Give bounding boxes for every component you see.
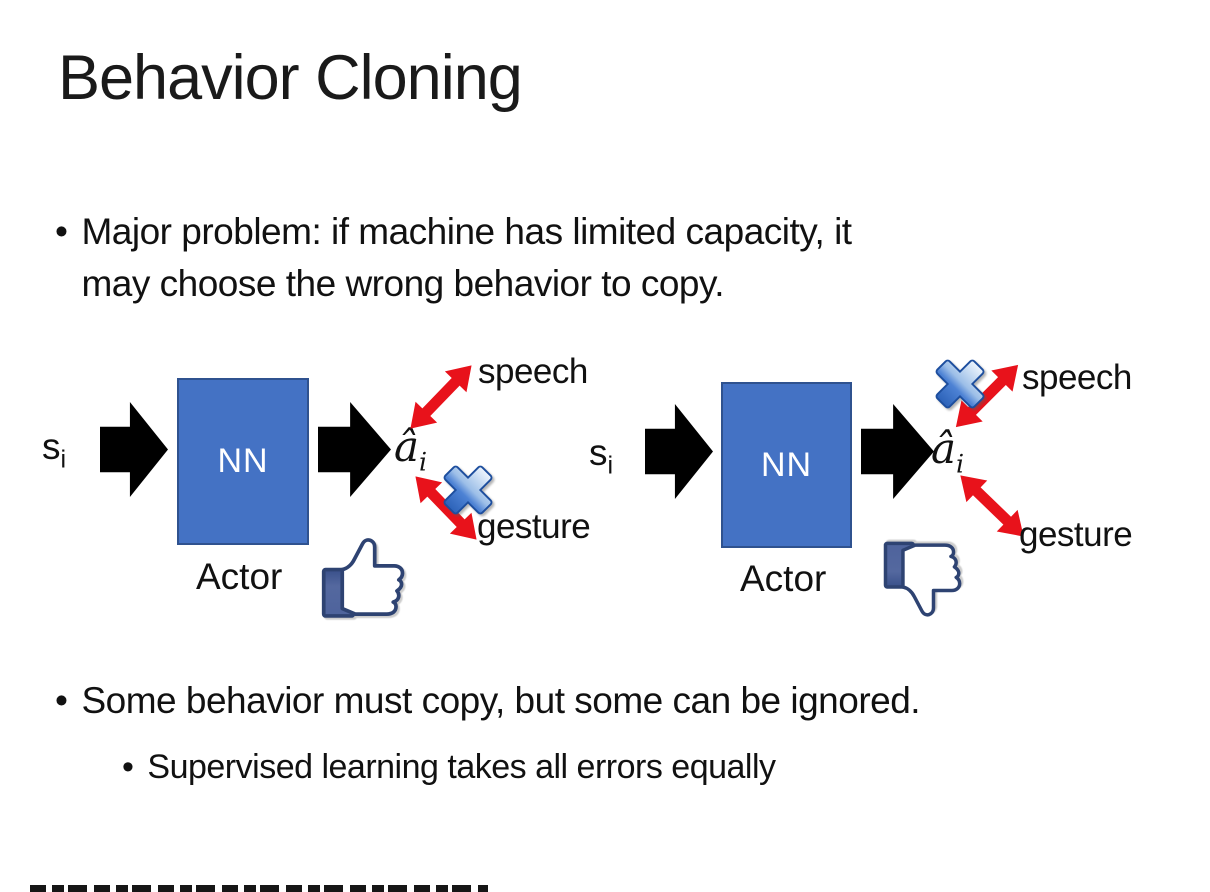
- red-double-arrow-icon: [955, 364, 1019, 428]
- blue-cross-icon: [935, 359, 985, 409]
- nn-box: NN: [177, 378, 309, 545]
- bullet-line-2: may choose the wrong behavior to copy.: [81, 263, 725, 304]
- bullet-some-behavior: • Some behavior must copy, but some can …: [55, 676, 921, 726]
- black-flow-arrow-icon: [100, 402, 168, 497]
- bullet-marker: •: [55, 680, 68, 721]
- thumbs-down-icon: [882, 533, 978, 627]
- red-double-arrow-icon: [410, 365, 472, 429]
- black-flow-arrow-icon: [318, 402, 391, 497]
- blue-cross-icon: [443, 465, 493, 515]
- actor-label: Actor: [196, 556, 283, 597]
- thumbs-up-icon: [321, 538, 405, 618]
- black-flow-arrow-icon: [861, 404, 934, 499]
- bullet-marker: •: [55, 211, 68, 252]
- red-double-arrow-icon: [415, 476, 477, 540]
- bullet-line-1: Major problem: if machine has limited ca…: [81, 211, 852, 252]
- bullet-some-behavior-text: Some behavior must copy, but some can be…: [81, 680, 921, 721]
- red-double-arrow-icon: [960, 475, 1024, 537]
- clipped-text-fragment: [30, 885, 488, 892]
- sub-bullet-supervised: • Supervised learning takes all errors e…: [122, 744, 776, 790]
- speech-label: speech: [1022, 358, 1132, 397]
- action-output-label: âi: [394, 422, 428, 477]
- bullet-marker: •: [122, 748, 134, 786]
- gesture-label: gesture: [1019, 515, 1133, 554]
- sub-bullet-supervised-text: Supervised learning takes all errors equ…: [147, 748, 776, 786]
- nn-label: NN: [217, 442, 269, 480]
- speech-label: speech: [478, 352, 588, 391]
- action-output-label: âi: [931, 424, 965, 479]
- gesture-label: gesture: [477, 507, 591, 546]
- nn-label: NN: [760, 445, 813, 484]
- black-flow-arrow-icon: [645, 404, 713, 499]
- state-input-label: si: [589, 432, 614, 480]
- actor-label: Actor: [740, 558, 827, 599]
- bullet-major-problem: • Major problem: if machine has limited …: [55, 206, 852, 310]
- thumbs-down-glyph: [883, 541, 962, 617]
- state-input-label: si: [42, 426, 67, 474]
- bullet-major-problem-text: Major problem: if machine has limited ca…: [81, 206, 852, 310]
- nn-box: NN: [721, 382, 852, 548]
- slide-title: Behavior Cloning: [58, 43, 523, 113]
